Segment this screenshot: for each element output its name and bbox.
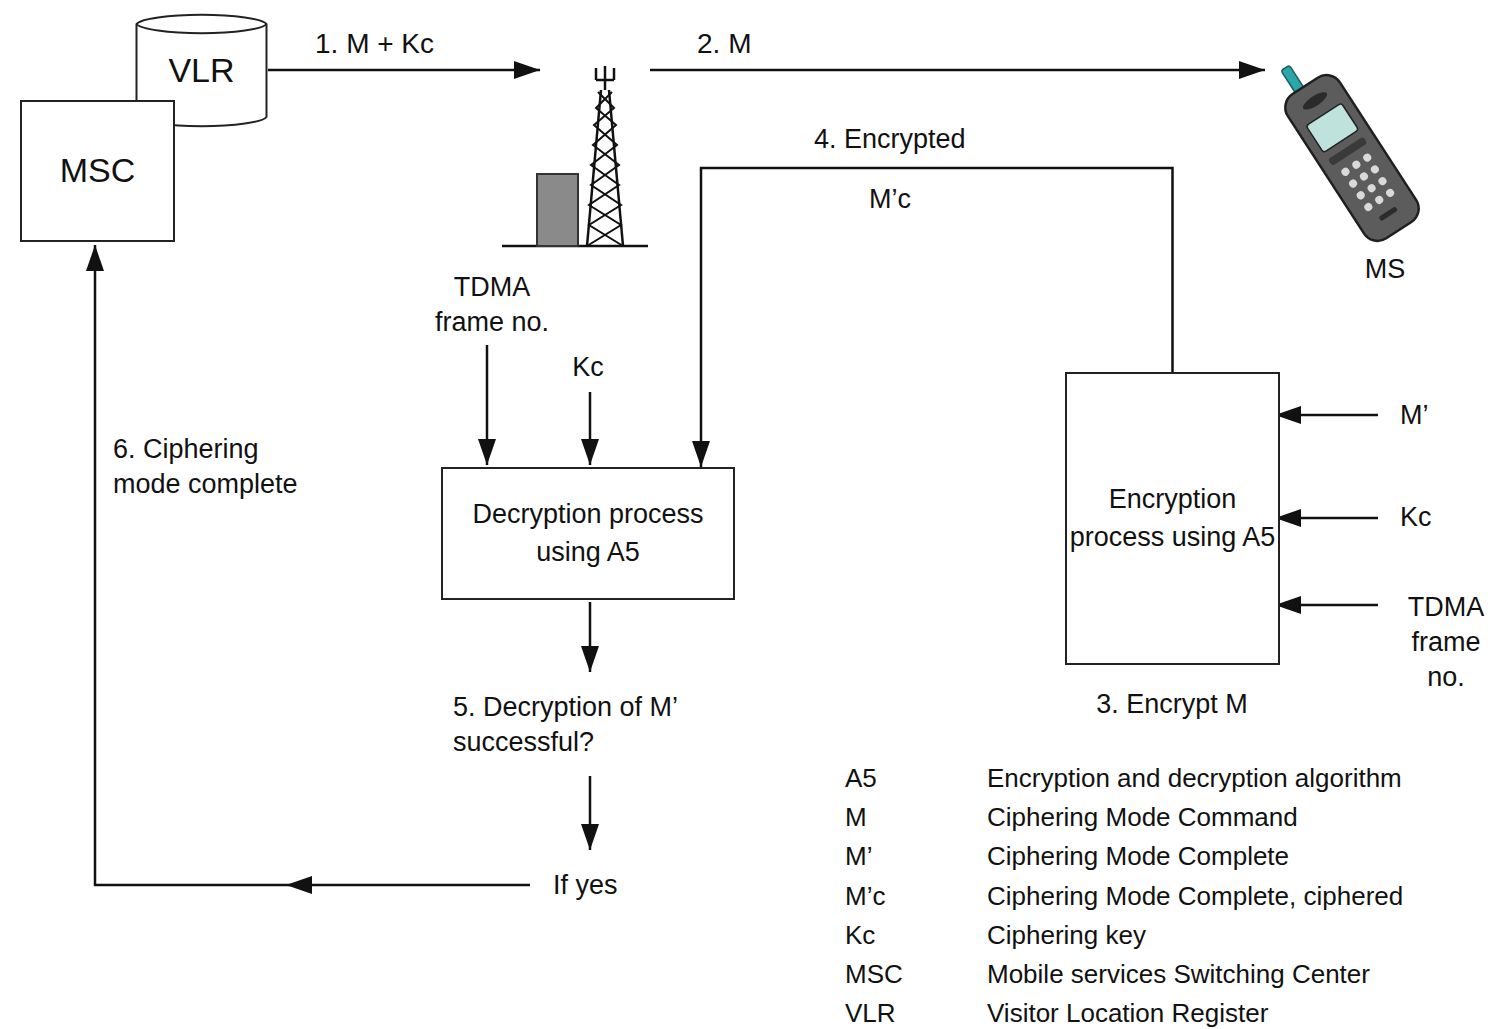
legend-definition: Encryption and decryption algorithm	[987, 762, 1402, 796]
arrow	[1275, 414, 1378, 417]
text-label: MS	[1365, 252, 1406, 287]
arrow	[1275, 604, 1378, 607]
arrow	[650, 69, 1265, 72]
arrow	[1275, 517, 1378, 520]
legend-term: MSC	[845, 958, 903, 992]
legend-term: M’	[845, 840, 872, 874]
text-label: TDMA frame no.	[417, 270, 567, 340]
arrow	[589, 602, 592, 672]
arrowhead	[286, 876, 312, 894]
node-text: MSC	[60, 147, 136, 195]
legend-definition: Ciphering key	[987, 919, 1146, 953]
base-station-icon	[502, 66, 648, 246]
arrow	[268, 69, 540, 72]
text-label: 6. Ciphering mode complete	[113, 432, 333, 502]
cylinder-rim	[137, 24, 267, 33]
process-box: MSC	[20, 100, 175, 242]
text-label: Kc	[1400, 500, 1432, 535]
node-text: Encryption process using A5	[1067, 481, 1278, 557]
text-label: 2. M	[697, 26, 751, 62]
legend-term: A5	[845, 762, 877, 796]
legend-definition: Mobile services Switching Center	[987, 958, 1370, 992]
legend-definition: Ciphering Mode Complete	[987, 840, 1289, 874]
arrow	[589, 392, 592, 465]
text-label: 5. Decryption of M’ successful?	[453, 690, 743, 760]
arrow-lines	[95, 70, 1378, 885]
text-label: TDMA frame no.	[1394, 590, 1498, 695]
text-label: If yes	[553, 868, 618, 903]
arrow	[486, 345, 489, 465]
text-label: M’c	[869, 182, 911, 217]
edge-label: 4. Encrypted	[814, 122, 966, 157]
text-label: Kc	[572, 350, 604, 385]
node-text: Decryption process using A5	[443, 496, 733, 572]
process-box: Encryption process using A5	[1065, 372, 1280, 665]
node-text: VLR	[168, 47, 234, 95]
legend-term: VLR	[845, 997, 896, 1029]
legend-term: M’c	[845, 880, 885, 914]
text-label: 3. Encrypt M	[1096, 687, 1248, 722]
legend-definition: Ciphering Mode Complete, ciphered	[987, 880, 1403, 914]
text-label: M’	[1400, 398, 1429, 433]
arrow	[589, 776, 592, 850]
text-label: 1. M + Kc	[315, 26, 434, 62]
legend-term: Kc	[845, 919, 875, 953]
process-box: Decryption process using A5	[441, 467, 735, 600]
legend-term: M	[845, 801, 867, 835]
legend-definition: Ciphering Mode Command	[987, 801, 1298, 835]
mobile-phone-icon	[1265, 47, 1425, 247]
legend-definition: Visitor Location Register	[987, 997, 1268, 1029]
